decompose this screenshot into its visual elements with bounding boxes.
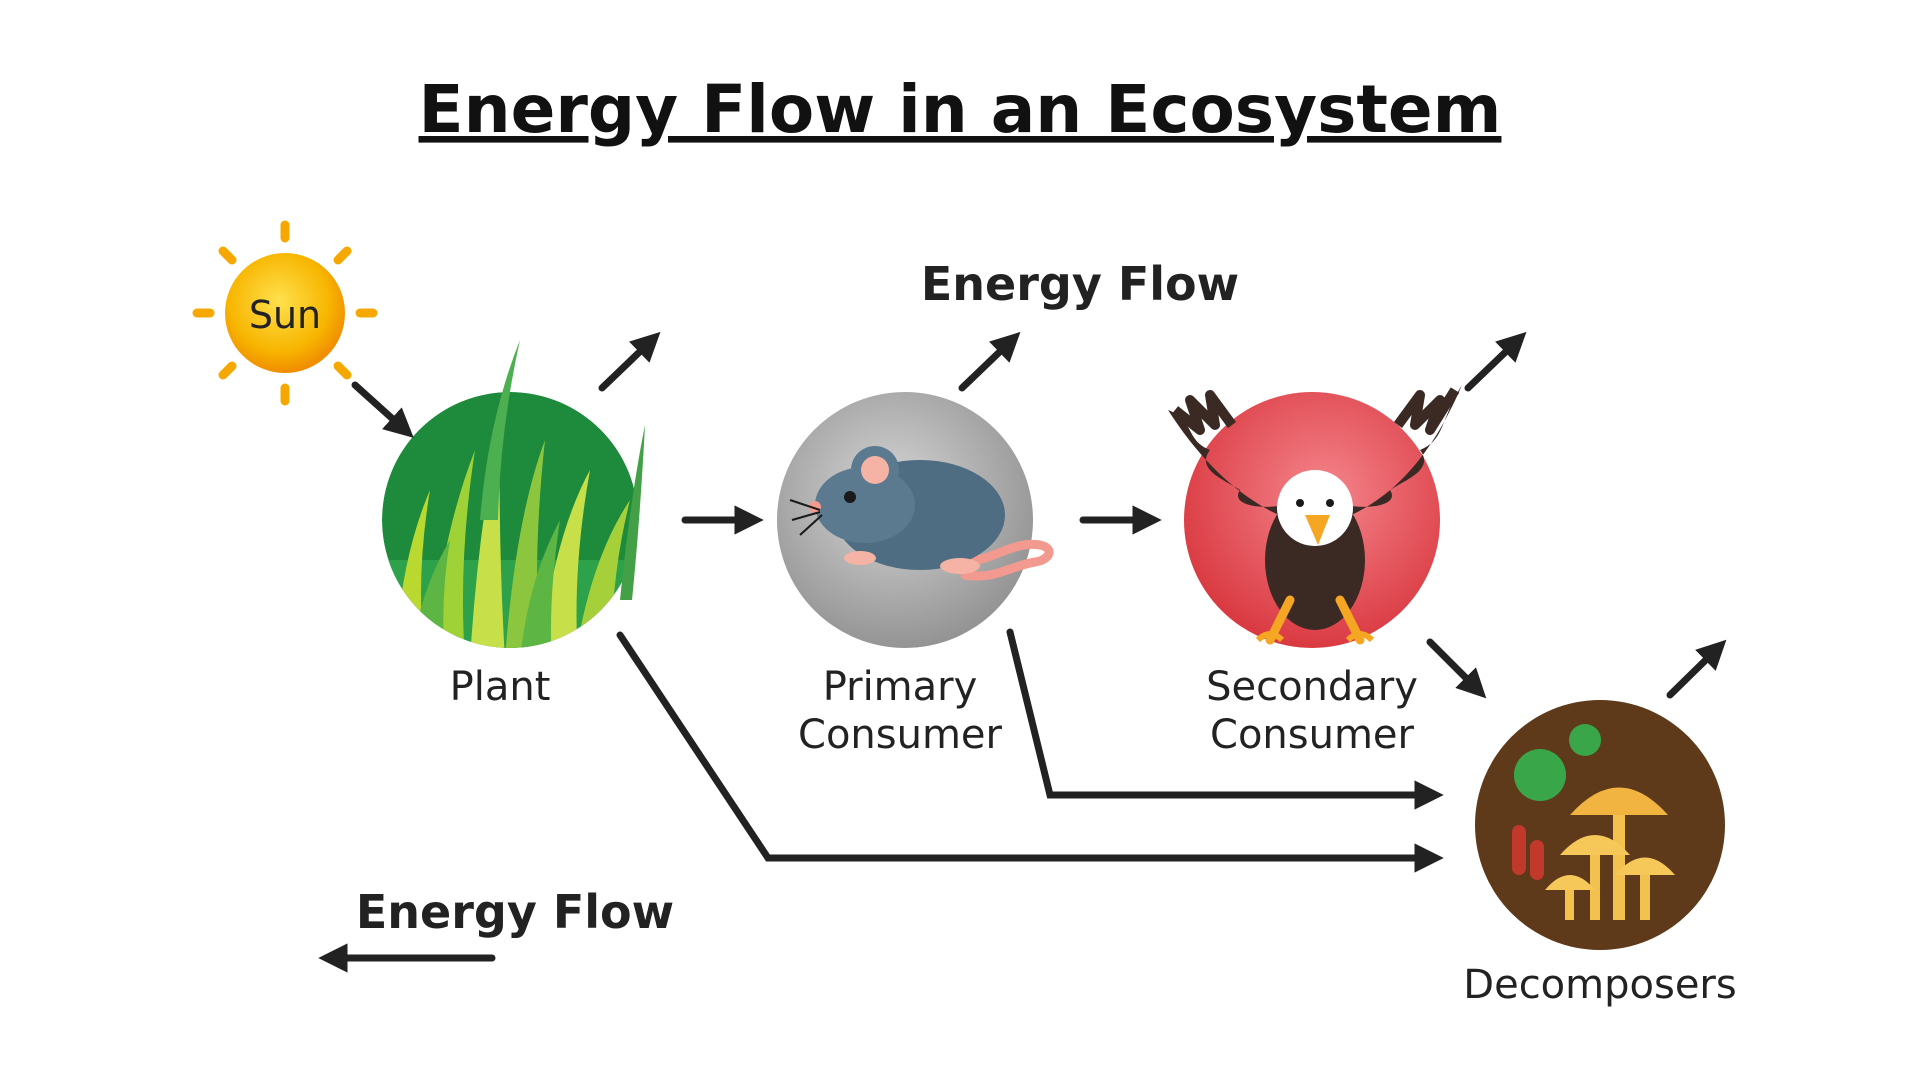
primary-consumer-node: Primary Consumer <box>777 392 1054 758</box>
plant-to-decomposers-arrow <box>616 631 1444 873</box>
grass-blade-icon <box>620 425 645 600</box>
page-title: Energy Flow in an Ecosystem <box>419 71 1502 148</box>
decomposer-heat-loss-arrow <box>1666 639 1727 699</box>
decomposers-node: Decomposers <box>1463 700 1737 1008</box>
mushroom-icon <box>1512 724 1675 920</box>
decomposers-label: Decomposers <box>1463 962 1736 1008</box>
eagle-icon <box>1168 385 1462 645</box>
plant-node: Plant <box>382 340 645 710</box>
energy-flow-legend-label: Energy Flow <box>356 885 674 939</box>
sun-to-plant-arrow <box>351 381 414 438</box>
sun-rays-icon <box>192 220 378 406</box>
primary-consumer-label-line1: Primary <box>823 664 978 710</box>
sun-label: Sun <box>249 293 321 337</box>
mouse-icon <box>789 446 1054 581</box>
secondary-consumer-label-line1: Secondary <box>1206 664 1418 710</box>
primary-to-decomposers-arrow <box>1006 628 1444 810</box>
grass-icon <box>382 392 638 648</box>
primary-consumer-label-line2: Consumer <box>798 712 1003 758</box>
primary-heat-loss-arrow <box>958 331 1021 392</box>
energy-flow-label-top: Energy Flow <box>921 257 1239 311</box>
plant-label: Plant <box>450 664 551 710</box>
secondary-consumer-node: Secondary Consumer <box>1168 385 1462 758</box>
sun-icon <box>225 253 345 373</box>
grass-blade-icon <box>480 340 520 520</box>
secondary-consumer-label-line2: Consumer <box>1210 712 1415 758</box>
sun-node: Sun <box>192 220 378 406</box>
secondary-heat-loss-arrow <box>1464 331 1527 392</box>
secondary-to-decomposers-arrow <box>1426 638 1487 699</box>
plant-heat-loss-arrow <box>598 331 661 392</box>
